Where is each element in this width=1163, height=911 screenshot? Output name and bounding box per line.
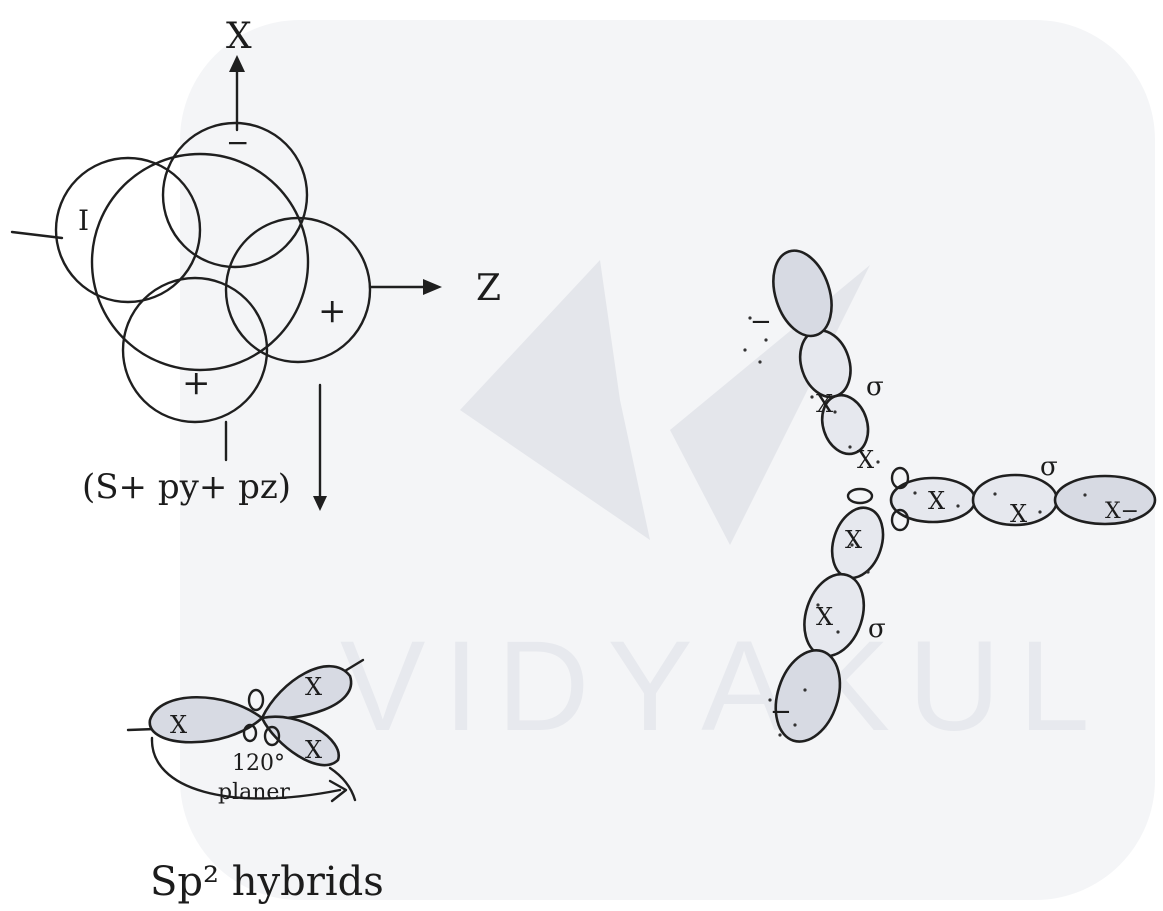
outer-sign-upper: X — [816, 390, 833, 418]
plane-label: planer — [218, 780, 290, 805]
x-axis-label: X — [226, 16, 252, 57]
left-axis-stub — [12, 232, 62, 238]
inner-sign-upper: X — [857, 446, 874, 474]
end-sign-upper: − — [750, 307, 772, 337]
hybrid-sign-left: X — [170, 711, 187, 739]
lobe-sign-right: + — [318, 291, 347, 331]
lobe-sign-bottom: + — [182, 363, 211, 403]
outer-sign-lower: X — [816, 603, 833, 631]
inner-sign-right: X — [928, 487, 945, 515]
formula-label: (S+ py+ pz) — [82, 467, 291, 507]
angle-label: 120° — [232, 751, 285, 776]
watermark-text: VIDYAKUL — [340, 615, 1108, 758]
lobe-sign-left: I — [78, 204, 89, 237]
sigma-label-lower: σ — [868, 614, 886, 644]
hybrid-sign-upper-right: X — [305, 673, 322, 701]
z-axis-label: Z — [476, 268, 501, 309]
sigma-label-right: σ — [1040, 452, 1058, 482]
watermark-panel — [180, 20, 1155, 900]
outer-sign-right: X — [1010, 500, 1027, 528]
hybrid-sign-lower-right: X — [305, 736, 322, 764]
watermark: VIDYAKUL — [180, 20, 1155, 900]
end-sign-lower: − — [770, 697, 792, 727]
lobe-sign-top: − — [226, 126, 249, 159]
inner-sign-lower: X — [845, 526, 862, 554]
end-sign-right: X− — [1105, 499, 1139, 524]
hybrid-caption: Sp² hybrids — [150, 859, 384, 905]
sigma-label-upper: σ — [866, 372, 884, 402]
